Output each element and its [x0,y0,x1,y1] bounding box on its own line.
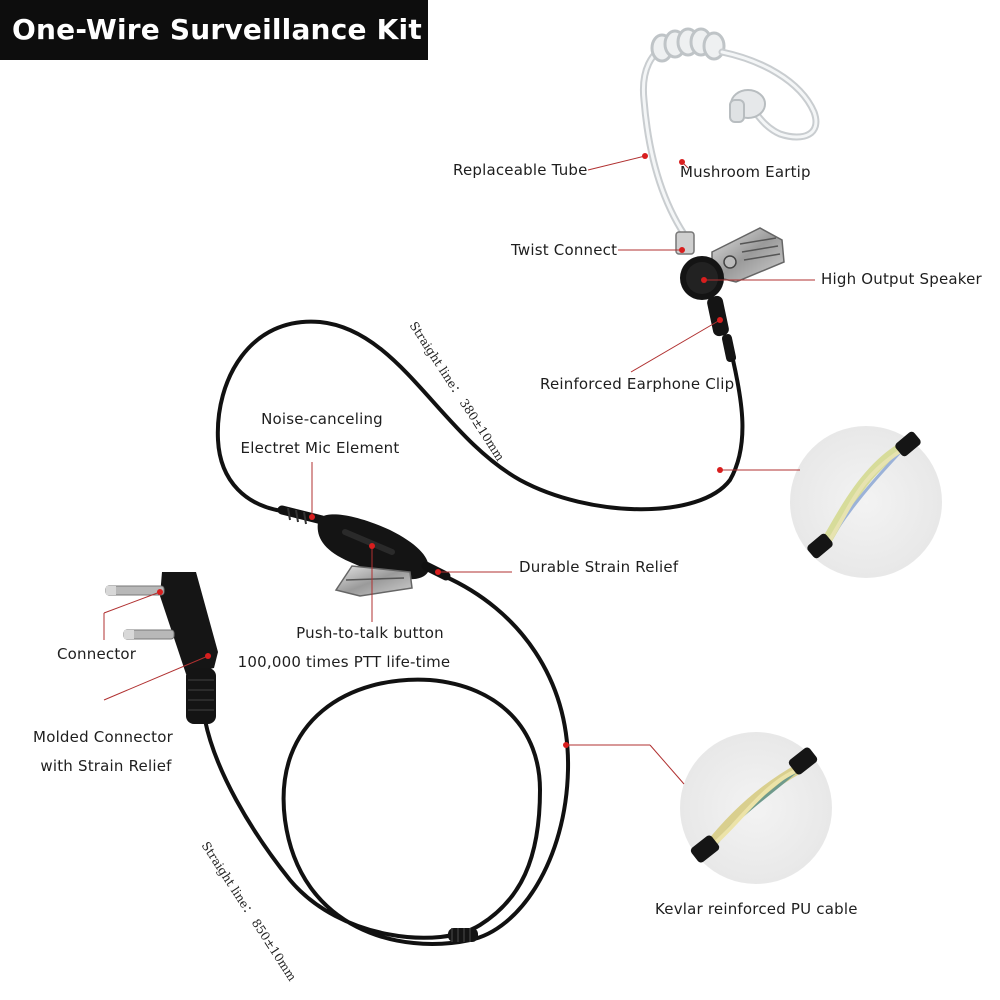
tube-coil [650,27,726,63]
label-noise-canceling: Noise-canceling [261,410,383,428]
leader-lines [103,155,815,785]
cable-ferrite [448,928,478,942]
title-banner: One-Wire Surveillance Kit [0,0,428,60]
label-reinforced-earphone-clip: Reinforced Earphone Clip [540,375,735,393]
mic-ptt-body [277,505,451,597]
mushroom-eartip [729,89,766,123]
two-pin-connector [105,572,218,724]
page-title: One-Wire Surveillance Kit [12,13,422,46]
label-push-to-talk: Push-to-talk button [296,624,444,642]
lower-cable [203,574,571,946]
label-high-output-speaker: High Output Speaker [821,270,982,288]
label-twist-connect: Twist Connect [511,241,618,259]
label-connector: Connector [57,645,137,663]
cable-detail-circle-upper [790,426,942,578]
high-output-speaker [675,227,785,362]
label-durable-strain-relief: Durable Strain Relief [519,558,679,576]
acoustic-tube [639,27,820,244]
label-kevlar-cable: Kevlar reinforced PU cable [655,900,858,918]
upper-cable [215,319,745,514]
cable-detail-circle-lower [680,732,832,884]
label-ptt-lifetime: 100,000 times PTT life-time [237,653,451,671]
label-strain-relief-connector: with Strain Relief [40,757,172,775]
label-electret-mic: Electret Mic Element [240,439,400,457]
label-mushroom-eartip: Mushroom Eartip [680,163,811,181]
label-molded-connector: Molded Connector [33,728,173,746]
label-replaceable-tube: Replaceable Tube [453,161,588,179]
marker-dots [157,153,723,748]
